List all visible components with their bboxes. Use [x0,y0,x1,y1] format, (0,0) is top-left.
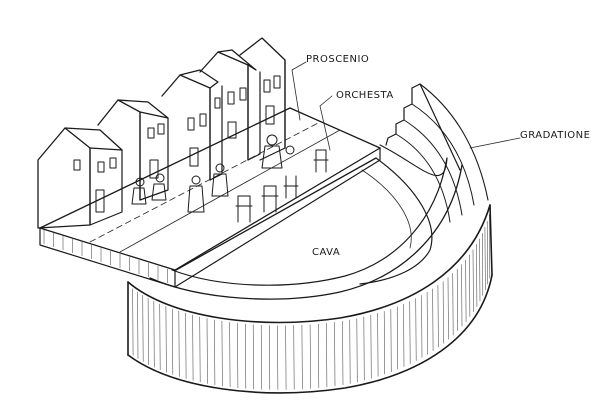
wall-hatch-line [245,323,247,389]
label-gradatione: GRADATIONE [520,130,590,141]
wall-hatch-line [481,233,484,296]
wall-hatch-line [484,227,486,291]
wall-hatch-line [383,311,386,375]
wall-hatch-line [461,264,463,327]
wall-hatch-line [442,281,444,344]
wall-hatch-line [390,308,392,373]
wall-hatch-line [221,320,223,387]
wall-hatch-line [456,268,459,331]
label-cava: CAVA [312,247,340,258]
wall-hatch-line [486,220,489,285]
wall-hatch-line [349,319,351,384]
wall-hatch-line [396,306,399,370]
wall-hatch-line [172,308,174,375]
wall-hatch-line [132,288,134,356]
wall-hatch-line [403,303,405,367]
wall-hatch-line [214,319,216,386]
wall-hatch-line [363,316,365,381]
wall-hatch-line [432,288,434,351]
wall-hatch-line [237,323,239,389]
label-proscenio: PROSCENIO [306,54,369,65]
wall-hatch-line [268,325,271,390]
wall-hatch-line [159,303,161,371]
wall-hatch-line [370,314,372,379]
wall-hatch-line [452,273,454,336]
wall-hatch-line [476,244,478,307]
wall-hatch-line [137,291,139,359]
wall-hatch-line [229,322,231,388]
stage-platform [39,107,381,288]
wall-hatch-line [356,318,358,383]
houses-backdrop [37,37,286,229]
wall-hatch-line [142,295,144,362]
wall-hatch-line [342,320,344,386]
wall-hatch-line [252,324,254,390]
wall-hatch-line [426,292,428,355]
wall-hatch-line [465,259,467,322]
wall-hatch-line [415,298,417,361]
wall-hatch-line [260,324,263,390]
wall-hatch-line [317,323,320,388]
wall-hatch-line [437,285,439,348]
wall-hatch-line [192,314,194,381]
seating-tiers [149,83,489,300]
wall-hatch-line [488,214,491,279]
wall-hatch-line [479,238,481,302]
wall-hatch-line [447,277,449,340]
wall-hatch-line [165,306,167,373]
wall-hatch-line [277,325,279,390]
wall-hatch-line [185,312,187,379]
wall-hatch-line [334,322,336,387]
wall-hatch-line [178,310,180,377]
label-orchesta: ORCHESTA [336,90,394,101]
wall-hatch-line [309,324,311,389]
wall-hatch-line [421,295,423,358]
outer-curved-wall [127,204,493,394]
wall-hatch-line [147,298,149,365]
wall-hatch-line [285,325,287,390]
wall-hatch-line [206,318,208,384]
wall-hatch-line [301,324,303,390]
wall-hatch-line [409,301,411,364]
wall-hatch-line [153,300,155,368]
wall-hatch-line [293,325,295,390]
figures-and-chairs [131,134,329,223]
wall-hatch-line [199,316,201,383]
wall-hatch-line [469,254,471,317]
cava-pit [175,157,433,285]
wall-hatch-line [472,249,474,312]
wall-hatch-line [377,313,379,377]
leader-lines [291,61,521,151]
wall-hatch-line [326,323,328,388]
